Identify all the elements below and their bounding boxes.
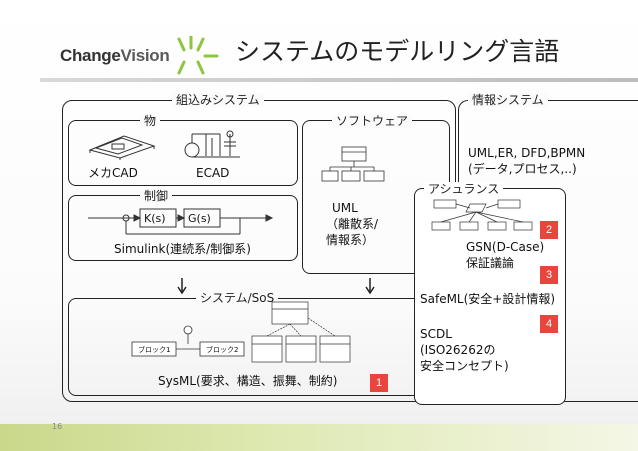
g-block-label: G(s) bbox=[188, 212, 211, 225]
footer-bar bbox=[0, 424, 638, 451]
ecad-label: ECAD bbox=[196, 166, 230, 180]
changevision-logo: ChangeVision bbox=[60, 36, 219, 76]
sysml-block-diagram bbox=[131, 325, 245, 357]
logo-text: ChangeVision bbox=[60, 46, 170, 66]
scdl-line3: 安全コンセプト) bbox=[420, 359, 509, 373]
logo-text-vision: Vision bbox=[120, 46, 170, 65]
sysml-block2: ブロック2 bbox=[206, 346, 239, 354]
logo-text-change: Change bbox=[60, 46, 121, 65]
info-system-line2: (データ,プロセス,..) bbox=[468, 162, 577, 176]
gsn-line2: 保証議論 bbox=[466, 256, 515, 270]
sysml-caption: SysML(要求、構造、振舞、制約) bbox=[158, 374, 338, 388]
arrow-down-right-icon bbox=[365, 278, 375, 295]
mech-cad-drawing-icon bbox=[88, 135, 156, 160]
embedded-system-label: 組込みシステム bbox=[172, 93, 264, 107]
control-box bbox=[68, 195, 298, 261]
uml-line1: UML bbox=[332, 201, 358, 215]
info-system-label: 情報システム bbox=[468, 93, 548, 107]
assurance-label: アシュランス bbox=[424, 182, 504, 196]
sysml-block1: ブロック1 bbox=[138, 346, 171, 354]
gsn-tree-diagram bbox=[431, 199, 533, 231]
sysml-requirement-diagram bbox=[251, 301, 351, 363]
simulink-caption: Simulink(連続系/制御系) bbox=[114, 242, 251, 256]
ecad-circuit-icon bbox=[184, 130, 240, 158]
slide-title: システムのモデルリング言語 bbox=[235, 37, 560, 66]
arrow-down-left-icon bbox=[177, 278, 187, 295]
scdl-line2: (ISO26262の bbox=[420, 343, 496, 357]
control-loop-diagram bbox=[88, 208, 274, 235]
uml-class-diagram-icon bbox=[321, 146, 385, 182]
software-label: ソフトウェア bbox=[332, 114, 413, 128]
badge-1: 1 bbox=[370, 374, 388, 392]
gsn-line1: GSN(D-Case) bbox=[466, 240, 545, 254]
physical-box bbox=[68, 120, 298, 186]
title-rule bbox=[40, 78, 638, 82]
k-block-label: K(s) bbox=[144, 212, 166, 225]
scdl-line1: SCDL bbox=[420, 327, 452, 341]
control-label: 制御 bbox=[140, 189, 173, 203]
safeml-text: SafeML(安全+設計情報) bbox=[420, 292, 556, 306]
uml-line2: （離散系/ bbox=[326, 217, 379, 231]
badge-4: 4 bbox=[540, 315, 558, 333]
info-system-line1: UML,ER, DFD,BPMN bbox=[468, 146, 586, 160]
mechcad-label: メカCAD bbox=[88, 166, 138, 180]
physical-label: 物 bbox=[140, 114, 161, 128]
badge-2: 2 bbox=[540, 221, 558, 239]
uml-line3: 情報系） bbox=[326, 233, 375, 247]
sos-label: システム/SoS bbox=[196, 291, 279, 305]
page-number: 16 bbox=[52, 422, 63, 431]
badge-3: 3 bbox=[540, 266, 558, 284]
logo-star-icon bbox=[177, 36, 219, 75]
